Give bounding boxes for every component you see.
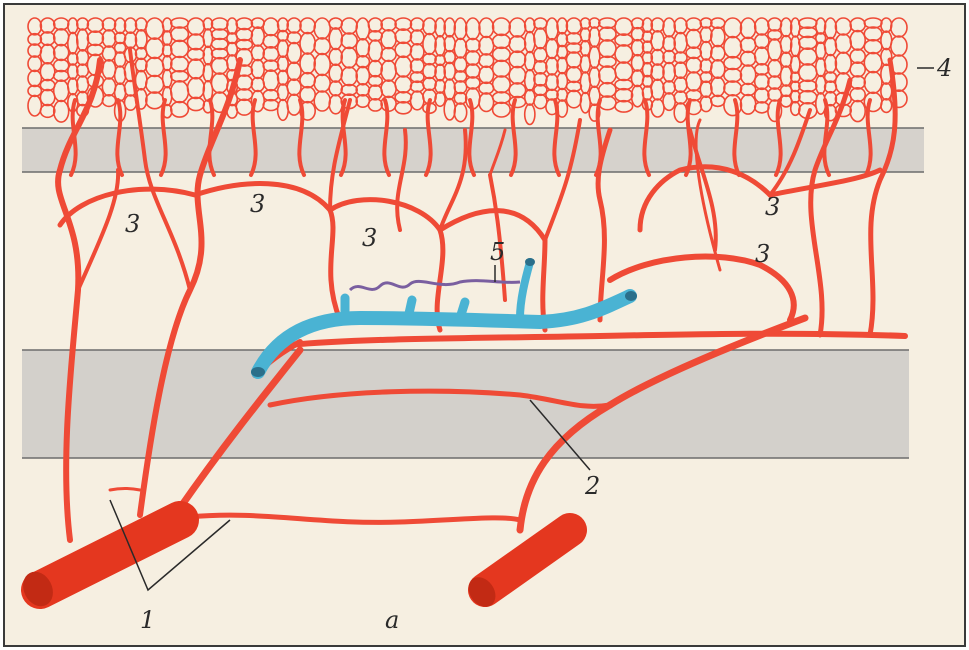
caption-a: a	[385, 606, 399, 634]
label-3-e: 3	[755, 240, 770, 268]
label-1: 1	[140, 606, 155, 634]
label-5: 5	[490, 238, 505, 266]
label-2: 2	[584, 472, 600, 500]
label-3-c: 3	[362, 224, 377, 252]
label-4: 4	[936, 54, 952, 82]
label-3-b: 3	[250, 190, 265, 218]
label-3-d: 3	[765, 193, 780, 221]
label-3-a: 3	[125, 210, 140, 238]
